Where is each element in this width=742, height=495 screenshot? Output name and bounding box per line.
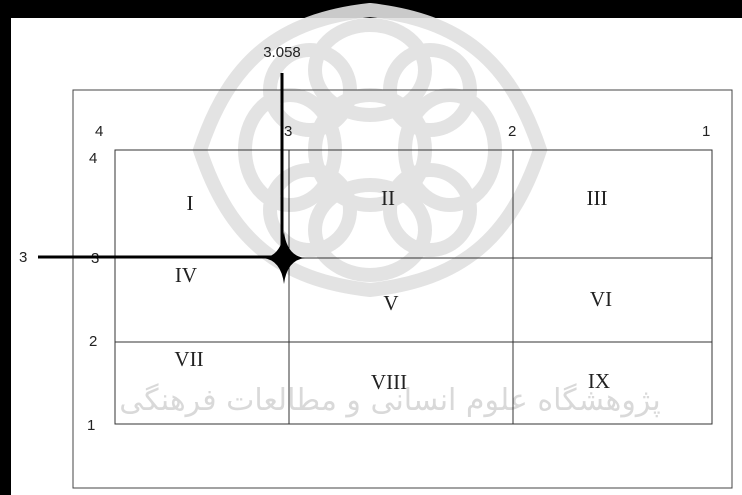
top-scale-3: 3: [284, 123, 292, 140]
cell-V: V: [383, 291, 398, 315]
cell-IV: IV: [175, 263, 197, 287]
left-scale-4: 4: [89, 150, 97, 167]
cell-VI: VI: [590, 287, 612, 311]
grid-border: [115, 150, 712, 424]
top-value-label: 3.058: [263, 44, 301, 61]
top-scale-2: 2: [508, 123, 516, 140]
cell-VII: VII: [174, 347, 203, 371]
left-scale-2: 2: [89, 333, 97, 350]
cell-III: III: [587, 186, 608, 210]
left-value-label: 3: [19, 249, 27, 266]
top-scale-4: 4: [95, 123, 103, 140]
left-scale-1: 1: [87, 417, 95, 434]
cell-I: I: [187, 191, 194, 215]
cell-IX: IX: [588, 369, 610, 393]
cell-VIII: VIII: [371, 370, 407, 394]
cell-II: II: [381, 186, 395, 210]
top-scale-1: 1: [702, 123, 710, 140]
intersection-star: [263, 232, 305, 284]
